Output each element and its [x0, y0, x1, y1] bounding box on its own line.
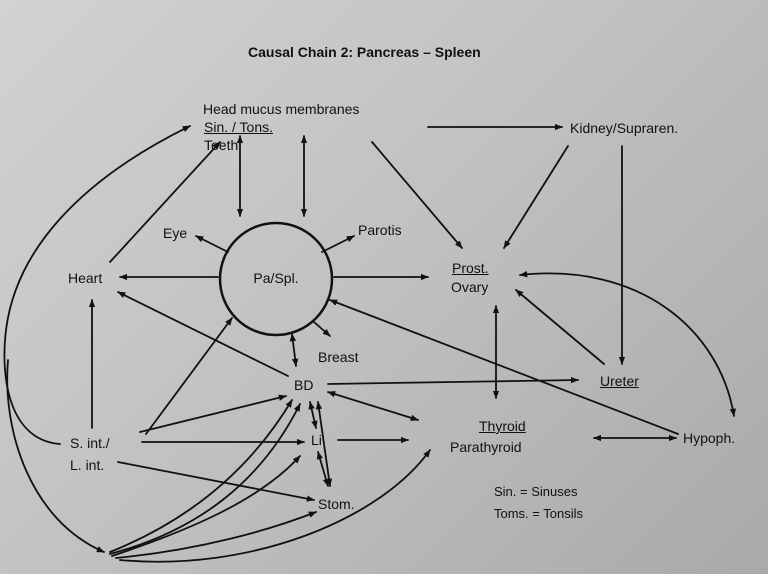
diagram-title: Causal Chain 2: Pancreas – Spleen: [248, 44, 481, 60]
label-li: Li: [311, 432, 322, 448]
pancreas-spleen-circle: [218, 221, 334, 337]
label-s-int: S. int./: [70, 435, 110, 451]
label-center: Pa/Spl.: [253, 270, 299, 286]
label-parathyroid: Parathyroid: [450, 439, 522, 455]
label-head-mucus: Head mucus membranes: [203, 101, 360, 117]
label-l-int: L. int.: [70, 457, 105, 473]
arrow-li-to-stom: [316, 451, 330, 487]
arrow-circle-to-eye: [195, 235, 229, 253]
arrow-circle-to-breast: [313, 321, 331, 337]
label-heart: Heart: [68, 270, 103, 286]
legend-tonsils: Toms. = Tonsils: [494, 506, 583, 521]
label-hypoph: Hypoph.: [683, 430, 736, 446]
arrow-kidney-to-prost: [503, 145, 569, 249]
arrow-prost-to-hypoph: [519, 271, 736, 417]
label-stom: Stom.: [318, 496, 355, 512]
arrow-bd-to-thyroid: [327, 391, 419, 421]
arrow-sint-to-stom: [117, 461, 315, 502]
arrow-sint-to-circle: [145, 317, 233, 435]
arrow-bd-to-ureter: [327, 376, 579, 385]
label-prost: Prost.: [452, 260, 489, 276]
curve-bottom-to-bd-1: [109, 399, 293, 553]
arrow-circle-to-parotis: [321, 235, 355, 253]
label-teeth: Teeth: [204, 137, 239, 153]
label-breast: Breast: [318, 349, 359, 365]
label-parotis: Parotis: [358, 222, 402, 238]
label-eye: Eye: [163, 225, 188, 241]
curve-bottom-to-thyroid: [119, 449, 431, 563]
arrow-ovary-to-ureter: [515, 289, 605, 365]
arrow-sint-to-bd: [139, 394, 287, 433]
arrow-head-to-prost: [371, 141, 463, 249]
label-bd: BD: [294, 377, 314, 393]
curve-bottom-to-stom: [115, 511, 317, 559]
arrow-circle-bd: [289, 333, 299, 367]
label-kidney: Kidney/Supraren.: [570, 120, 679, 136]
arrow-bd-to-li: [308, 401, 318, 429]
label-sin-tons: Sin. / Tons.: [204, 119, 274, 135]
curve-loop-to-bottom: [6, 359, 105, 553]
curve-bottom-to-bd-2: [109, 403, 301, 555]
label-ureter: Ureter: [600, 373, 639, 389]
arrow-bd-to-heart: [117, 291, 289, 377]
label-thyroid: Thyroid: [479, 418, 526, 434]
arrow-heart-to-teeth: [109, 141, 221, 263]
arrow-bd-to-hypoph: [329, 299, 679, 435]
curve-bottom-to-li: [111, 455, 301, 557]
legend-sinuses: Sin. = Sinuses: [494, 484, 578, 499]
label-ovary: Ovary: [451, 279, 489, 295]
arrow-sint-to-head-loop: [3, 125, 191, 445]
